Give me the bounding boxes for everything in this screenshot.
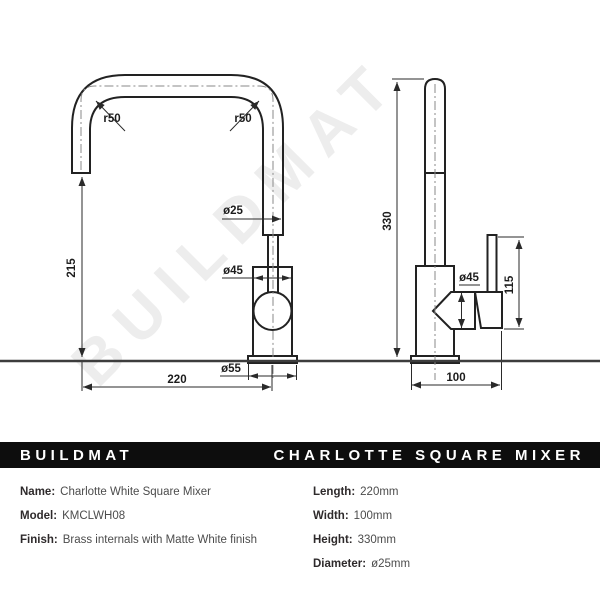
spec-row-length: Length: 220mm [313,480,583,504]
front-view-dimensions [78,100,297,391]
dia25-label: ø25 [223,205,243,217]
spec-label-diameter: Diameter: [313,558,367,570]
spec-value-width: 100mm [353,510,393,522]
spec-value-name: Charlotte White Square Mixer [60,486,211,498]
d100-label: 100 [446,372,465,384]
spec-value-finish: Brass internals with Matte White finish [62,534,257,546]
technical-drawing: BUILDMAT [0,46,600,399]
spec-label-name: Name: [20,486,56,498]
front-centerline [80,85,274,378]
spec-row-finish: Finish: Brass internals with Matte White… [20,528,290,552]
dia45-label: ø45 [223,265,243,277]
side-handle-block [473,291,503,329]
spec-value-height: 330mm [357,534,396,546]
spout-outline [71,74,284,236]
side-pipe-outline [424,77,446,266]
r50-left-leader [95,100,126,132]
spec-label-model: Model: [20,510,58,522]
spec-label-finish: Finish: [20,534,58,546]
side-dia45-label: ø45 [459,272,479,284]
spec-row-height: Height: 330mm [313,528,583,552]
spec-column-left: Name: Charlotte White Square Mixer Model… [20,480,290,552]
spec-row-name: Name: Charlotte White Square Mixer [20,480,290,504]
title-banner: BUILDMAT CHARLOTTE SQUARE MIXER [0,442,600,468]
h215-label: 215 [66,258,78,278]
spec-label-length: Length: [313,486,356,498]
dia45-arrow-right [282,275,291,281]
w220-label: 220 [167,374,186,386]
spec-label-width: Width: [313,510,349,522]
spec-row-diameter: Diameter: ø25mm [313,552,583,576]
dia55-arrow-left [249,373,258,379]
dia55-arrow-right [287,373,296,379]
spec-value-diameter: ø25mm [371,558,411,570]
side-view [410,77,503,364]
dia45-arrow-left [254,275,263,281]
r50-right-leader [229,100,260,132]
spec-column-right: Length: 220mm Width: 100mm Height: 330mm… [313,480,583,576]
side-lever [486,234,498,294]
r50-left-label: r50 [103,113,120,125]
spec-row-model: Model: KMCLWH08 [20,504,290,528]
front-view [71,74,298,364]
dia55-label: ø55 [221,363,241,375]
brand-name: BUILDMAT [20,446,134,464]
spec-row-width: Width: 100mm [313,504,583,528]
h330-label: 330 [382,211,394,230]
spec-value-length: 220mm [360,486,399,498]
spec-value-model: KMCLWH08 [62,510,126,522]
r50-right-label: r50 [234,113,251,125]
side-view-dimensions [392,78,524,390]
product-name: CHARLOTTE SQUARE MIXER [273,446,585,464]
side-handle-wedge [431,291,476,330]
h115-label: 115 [504,275,516,294]
spec-label-height: Height: [313,534,353,546]
